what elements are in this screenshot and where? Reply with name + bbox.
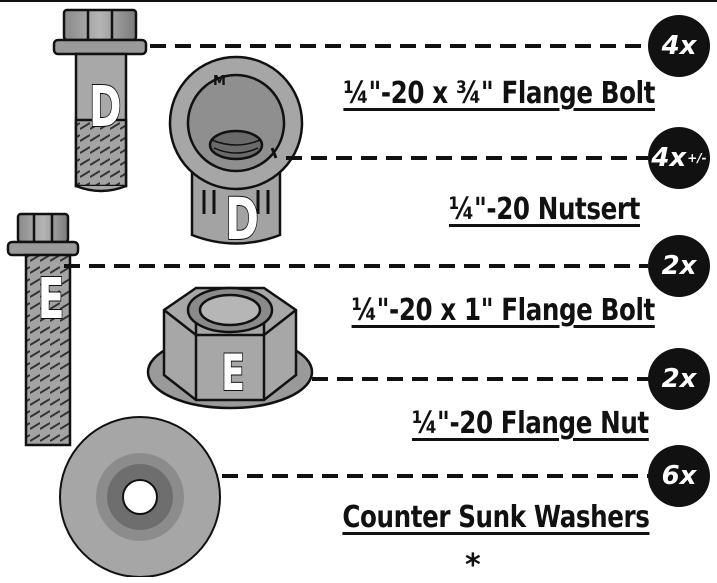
label-d-nutsert: ¼"-20 Nutsert	[448, 192, 640, 227]
qty-badge-d-nutsert: 4x+/-	[648, 127, 710, 189]
part-letter-d-nutsert: D	[225, 185, 260, 253]
d-flange-bolt-drawing	[52, 8, 148, 193]
label-e-flange-bolt: ¼"-20 x 1" Flange Bolt	[351, 293, 656, 328]
e-flange-bolt-drawing	[6, 212, 80, 447]
label-d-flange-bolt: ¼"-20 x ¾" Flange Bolt	[343, 76, 655, 111]
e-flange-nut-drawing	[146, 286, 314, 410]
label-counter-sunk-washers: Counter Sunk Washers	[341, 500, 649, 535]
qty-badge-e-bolt: 2x	[648, 235, 710, 297]
part-letter-e-bolt: E	[37, 267, 65, 332]
label-e-flange-nut: ¼"-20 Flange Nut	[412, 406, 649, 441]
footnote-asterisk: *	[465, 548, 481, 583]
qty-badge-d-bolt: 4x	[648, 15, 710, 77]
qty-badge-e-nut: 2x	[648, 348, 710, 410]
qty-badge-washer: 6x	[648, 445, 710, 507]
part-letter-d-bolt: D	[88, 75, 122, 140]
part-letter-e-nut: E	[220, 344, 246, 402]
d-nutsert-drawing	[168, 55, 304, 245]
nutsert-mark: M	[213, 74, 226, 89]
counter-sunk-washer-drawing	[59, 416, 221, 577]
